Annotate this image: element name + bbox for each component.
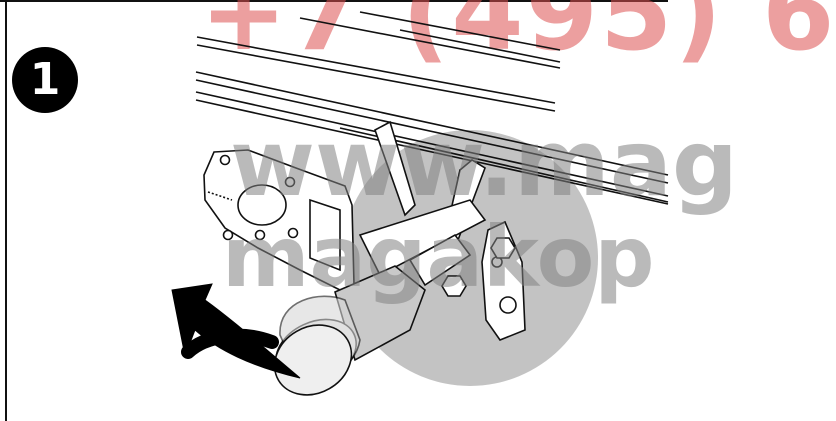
- watermark-site-line1: www.mag: [230, 110, 738, 217]
- clamp-plate: [441, 220, 526, 341]
- bracket-arms: [358, 120, 487, 287]
- rotate-arrow-icon: [171, 283, 301, 379]
- frame-top-line: [0, 0, 668, 2]
- watermark-site-line2: magakop: [222, 208, 655, 306]
- chassis-rails: [195, 11, 669, 205]
- towbar-drawing: [171, 11, 669, 396]
- ball-shaft: [273, 265, 426, 396]
- watermark-phone: +7 (495) 6: [200, 0, 836, 74]
- frame-left-line: [5, 0, 7, 421]
- mounting-plate: [203, 149, 355, 291]
- step-number-badge: 1: [12, 47, 78, 113]
